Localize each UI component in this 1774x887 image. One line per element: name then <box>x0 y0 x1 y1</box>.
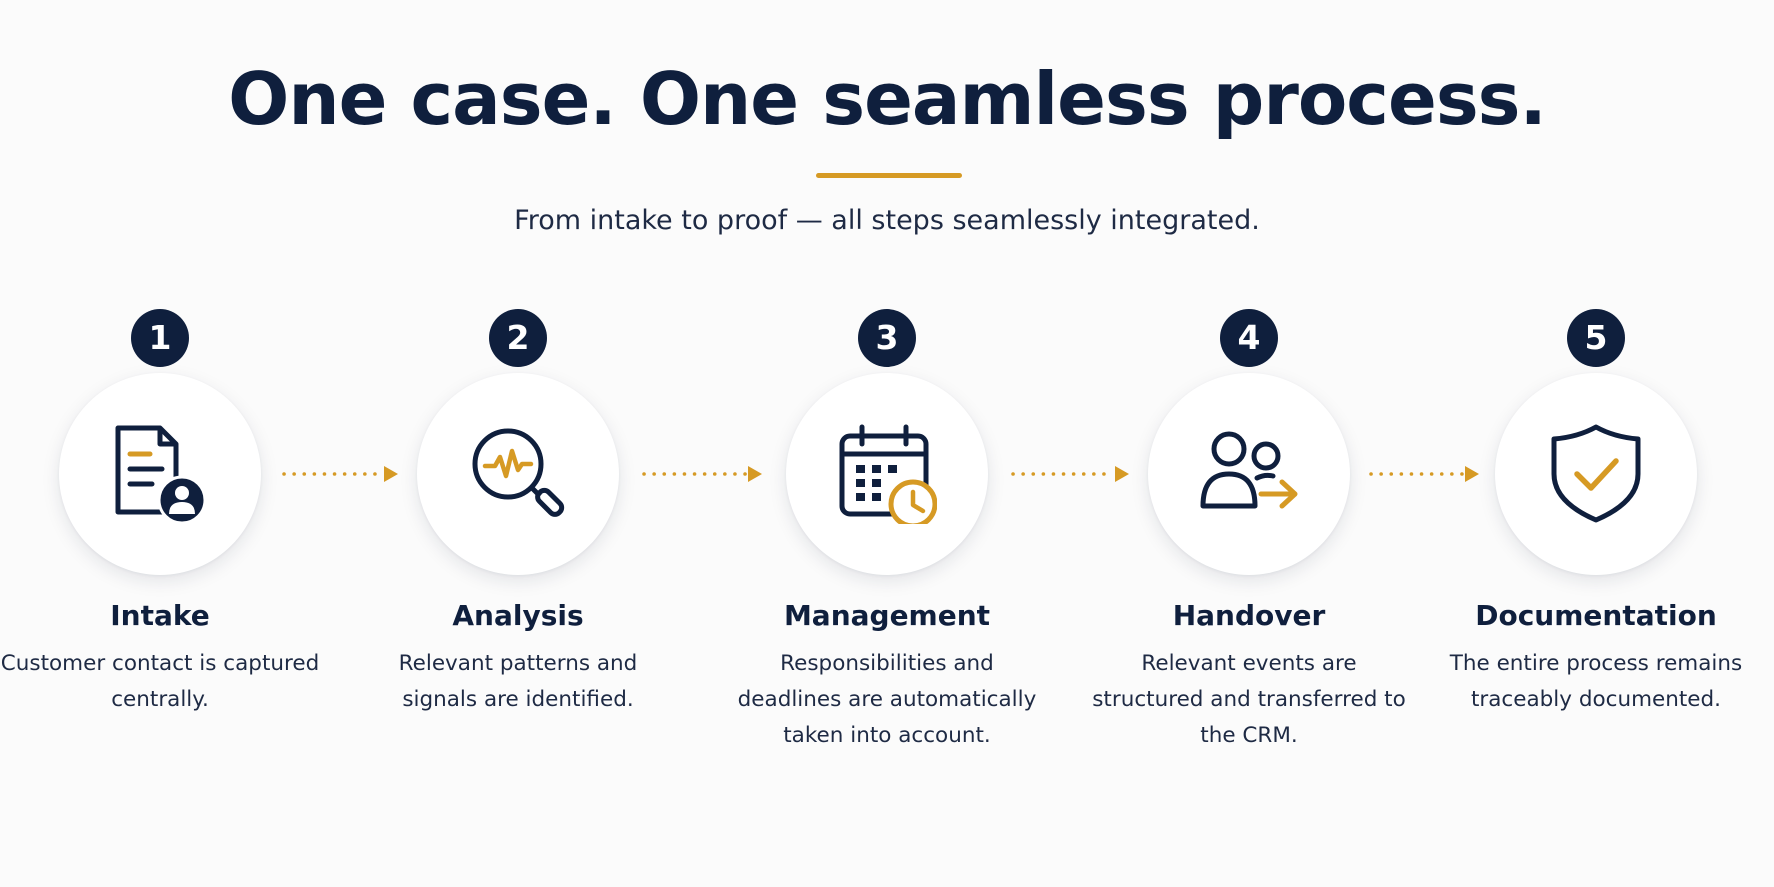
step-description: The entire process remains traceably doc… <box>1449 651 1743 712</box>
step-description: Responsibilities and deadlines are autom… <box>737 651 1037 748</box>
step-title: Management <box>783 599 991 632</box>
shield-check-icon <box>1551 424 1641 523</box>
dotted-arrow-icon <box>642 464 764 484</box>
dotted-arrow-icon <box>282 464 400 484</box>
users-arrow-icon <box>1200 431 1298 509</box>
step-title: Analysis <box>452 599 584 632</box>
step-title: Handover <box>1172 599 1326 632</box>
dotted-arrow-icon <box>1011 464 1131 484</box>
step-description: Customer contact is captured centrally. <box>0 651 320 712</box>
step-icon-circle <box>786 373 988 575</box>
step-description: Relevant patterns and signals are identi… <box>398 651 638 712</box>
step-number-badge: 2 <box>489 309 547 367</box>
document-user-icon <box>115 425 207 524</box>
step-icon-circle <box>417 373 619 575</box>
step-icon-circle <box>1148 373 1350 575</box>
step-number-badge: 1 <box>131 309 189 367</box>
step-number-badge: 3 <box>858 309 916 367</box>
step-icon-circle <box>59 373 261 575</box>
page-title: One case. One seamless process. <box>228 57 1547 141</box>
step-title: Documentation <box>1475 599 1717 632</box>
magnifier-pulse-icon <box>472 428 565 517</box>
step-title: Intake <box>110 599 210 632</box>
title-underline <box>816 173 962 178</box>
page-subtitle: From intake to proof — all steps seamles… <box>514 205 1260 236</box>
dotted-arrow-icon <box>1369 464 1481 484</box>
calendar-clock-icon <box>839 424 937 524</box>
step-description: Relevant events are structured and trans… <box>1092 651 1406 748</box>
step-icon-circle <box>1495 373 1697 575</box>
step-number-badge: 4 <box>1220 309 1278 367</box>
step-number-badge: 5 <box>1567 309 1625 367</box>
